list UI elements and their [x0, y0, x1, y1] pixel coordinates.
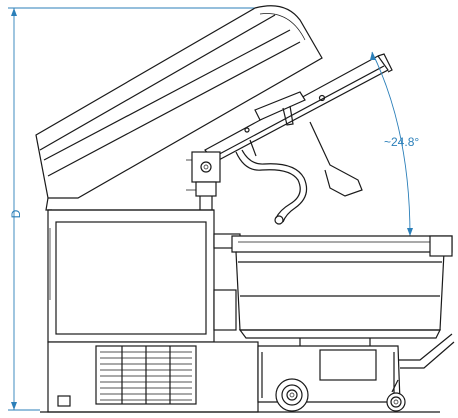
vent-grille — [100, 346, 192, 404]
height-dimension: D — [8, 7, 270, 411]
mixing-arm — [204, 53, 393, 163]
machine-body — [47, 209, 241, 343]
trolley-wheel-small — [386, 392, 406, 412]
mixing-bowl — [231, 235, 453, 351]
lower-base — [47, 341, 259, 413]
dimension-label: D — [9, 209, 23, 218]
tilt-angle-indicator: ~24.8° — [370, 51, 419, 237]
hinge-bracket — [186, 151, 221, 223]
trolley-wheel-large — [275, 378, 309, 412]
tilted-head-assembly — [35, 5, 323, 211]
angle-label: ~24.8° — [384, 135, 419, 149]
spiral-hook — [235, 121, 363, 225]
